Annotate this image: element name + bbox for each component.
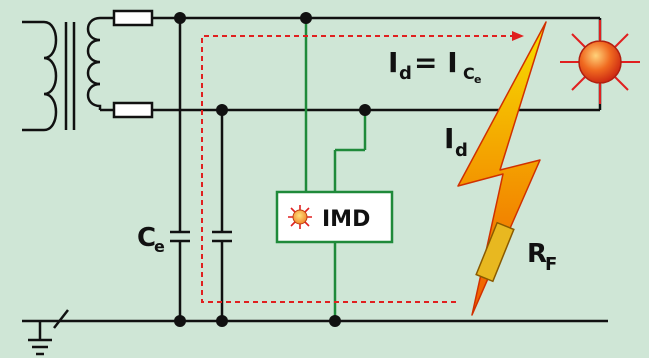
rf-symbol: R	[527, 239, 547, 269]
warning-lamp-icon	[560, 20, 640, 104]
earth-ground-icon	[28, 321, 52, 356]
ice-eq-subsubscript: e	[474, 73, 481, 86]
capacitor-column-right	[212, 110, 232, 321]
id-eq-symbol: I	[388, 46, 398, 79]
earth-switch	[53, 309, 69, 329]
rf-subscript: F	[545, 254, 557, 275]
transformer-icon	[22, 16, 102, 132]
indicator-lamp-icon	[288, 205, 312, 229]
capacitor-column-left	[170, 18, 190, 321]
ce-label: C e	[137, 223, 165, 256]
fault-current-equation: I d = I C e	[388, 46, 481, 86]
id-eq-subscript: d	[399, 63, 412, 84]
ice-eq-symbol: = I	[414, 46, 458, 79]
fault-current-label: I d	[444, 122, 468, 161]
ice-eq-subscript: C	[463, 64, 475, 83]
imd-wires	[304, 18, 367, 321]
junction-dots	[174, 12, 371, 327]
arrow-head-icon	[512, 31, 524, 41]
fault-resistor-icon	[475, 221, 515, 283]
id-subscript: d	[455, 140, 468, 161]
rf-label: R F	[527, 239, 557, 275]
fuse-icon	[112, 101, 154, 119]
ce-symbol: C	[137, 223, 156, 253]
imd-label: IMD	[322, 207, 370, 232]
ce-subscript: e	[154, 237, 165, 256]
fuse-icon	[112, 9, 154, 27]
id-symbol: I	[444, 122, 454, 155]
fault-current-path	[201, 35, 515, 303]
fault-lightning-icon	[457, 21, 547, 316]
